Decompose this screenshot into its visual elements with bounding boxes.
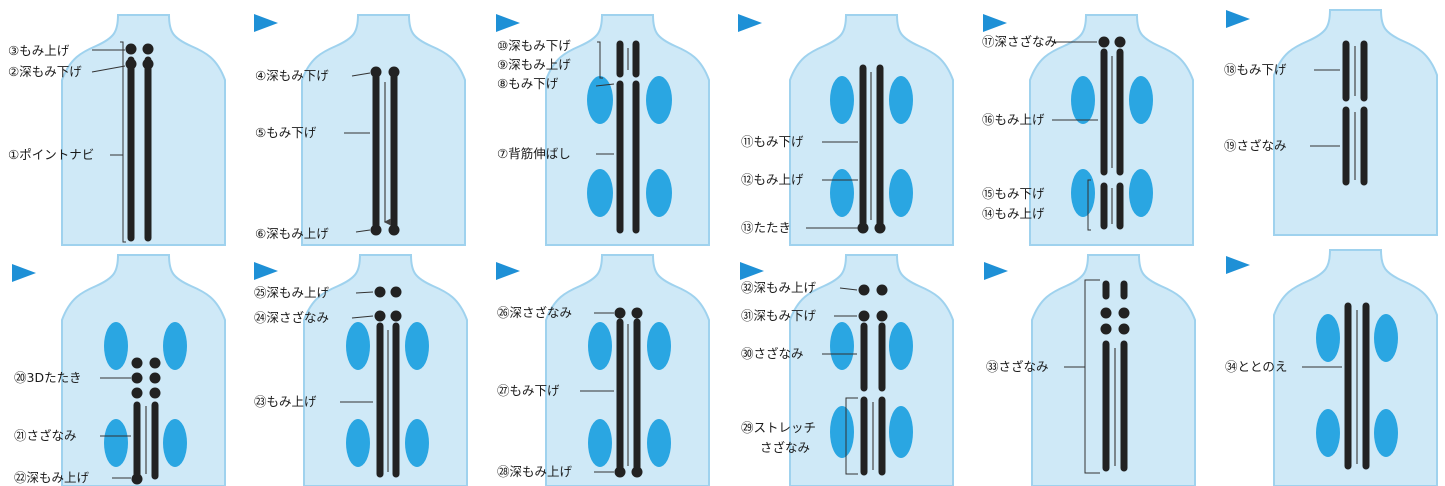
play-arrow-icon: [984, 262, 1008, 280]
play-arrow-icon: [740, 262, 764, 280]
label: ㉔深さざなみ: [254, 310, 329, 325]
label: ⑰深さざなみ: [982, 34, 1057, 49]
label: ⑦背筋伸ばし: [497, 146, 571, 161]
label: ⑪もみ下げ: [741, 134, 804, 149]
play-arrow-icon: [738, 14, 762, 32]
play-arrow-icon: [496, 14, 520, 32]
label: ⑳3Dたたき: [14, 370, 82, 385]
label: ㉖深さざなみ: [497, 305, 572, 320]
panel-1: ③もみ上げ ②深もみ下げ ①ポイントナビ: [8, 15, 225, 245]
label: ⑩深もみ下げ: [497, 38, 571, 53]
label: ⑯もみ上げ: [982, 112, 1045, 127]
play-arrow-icon: [496, 262, 520, 280]
play-arrow-icon: [1226, 10, 1250, 28]
panel-7: ⑳3Dたたき ㉑さざなみ ㉒深もみ上げ: [12, 255, 225, 486]
label: さざなみ: [760, 440, 810, 455]
panel-4: ⑪もみ下げ ⑫もみ上げ ⑬たたき: [738, 14, 953, 245]
play-arrow-icon: [983, 14, 1007, 32]
play-arrow-icon: [12, 264, 36, 282]
label: ⑫もみ上げ: [741, 172, 804, 187]
label: ㉜深もみ上げ: [741, 280, 817, 295]
label: ⑬たたき: [741, 220, 791, 235]
play-arrow-icon: [254, 14, 278, 32]
label: ㉞ととのえ: [1225, 359, 1287, 374]
label: ㉝さざなみ: [986, 359, 1049, 374]
label: ⑭もみ上げ: [982, 206, 1045, 221]
label: ⑤もみ下げ: [255, 125, 317, 140]
label: ②深もみ下げ: [8, 64, 82, 79]
panel-10: ㉜深もみ上げ ㉛深もみ下げ ㉚さざなみ ㉙ストレッチ さざなみ: [740, 255, 953, 486]
panel-2: ④深もみ下げ ⑤もみ下げ ⑥深もみ上げ: [254, 14, 465, 245]
panel-11: ㉝さざなみ: [984, 255, 1195, 486]
label: ⑮もみ下げ: [982, 186, 1045, 201]
label: ㉛深もみ下げ: [741, 308, 817, 323]
label: ㉑さざなみ: [14, 428, 77, 443]
label: ⑱もみ下げ: [1224, 62, 1287, 77]
label: ㉚さざなみ: [741, 346, 804, 361]
label: ①ポイントナビ: [8, 147, 94, 162]
play-arrow-icon: [1226, 256, 1250, 274]
panel-6: ⑱もみ下げ ⑲さざなみ: [1224, 10, 1437, 235]
label: ⑧もみ下げ: [497, 76, 559, 91]
label: ㉗もみ下げ: [497, 383, 560, 398]
label: ④深もみ下げ: [255, 68, 329, 83]
play-arrow-icon: [254, 262, 278, 280]
label: ⑨深もみ上げ: [497, 57, 571, 72]
label: ㉙ストレッチ: [741, 420, 816, 435]
panel-12: ㉞ととのえ: [1225, 250, 1437, 486]
label: ⑲さざなみ: [1224, 138, 1287, 153]
label: ㉘深もみ上げ: [497, 464, 573, 479]
label: ㉒深もみ上げ: [14, 470, 90, 485]
panel-3: ⑩深もみ下げ ⑨深もみ上げ ⑧もみ下げ ⑦背筋伸ばし: [496, 14, 709, 245]
label: ⑥深もみ上げ: [255, 226, 329, 241]
panel-9: ㉖深さざなみ ㉗もみ下げ ㉘深もみ上げ: [496, 255, 709, 486]
label: ③もみ上げ: [8, 43, 70, 58]
panel-5: ⑰深さざなみ ⑯もみ上げ ⑮もみ下げ ⑭もみ上げ: [982, 14, 1193, 245]
label: ㉕深もみ上げ: [254, 285, 330, 300]
panel-8: ㉕深もみ上げ ㉔深さざなみ ㉓もみ上げ: [254, 255, 467, 486]
label: ㉓もみ上げ: [254, 394, 317, 409]
